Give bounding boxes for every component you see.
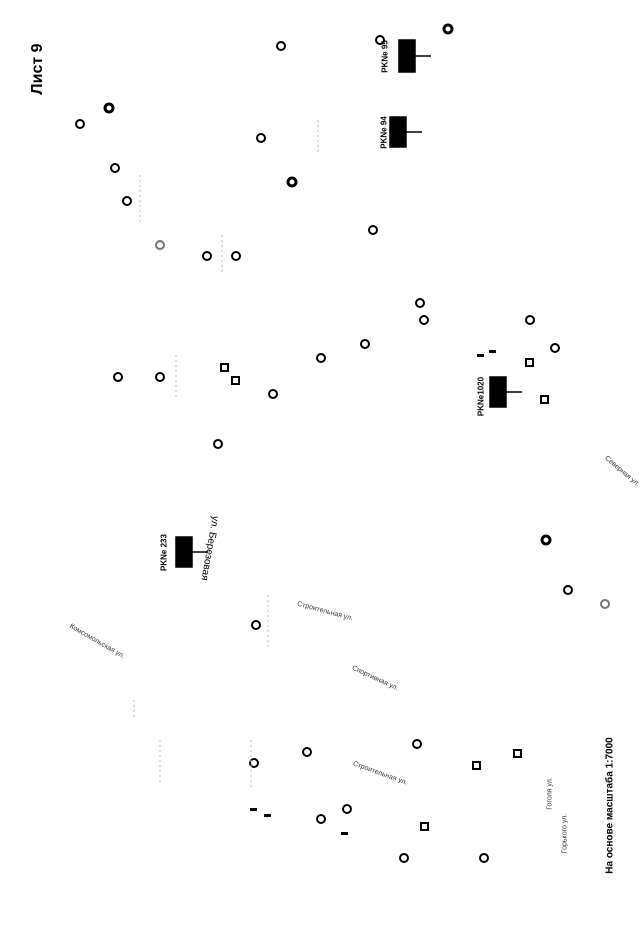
pk94-marker <box>389 116 407 148</box>
well-marker <box>202 251 212 261</box>
well-marker <box>213 439 223 449</box>
well-marker <box>155 240 165 250</box>
map-canvas <box>75 23 610 863</box>
well-marker <box>375 35 385 45</box>
well-marker <box>368 225 378 235</box>
hydrant-marker <box>231 376 240 385</box>
valve-marker <box>489 350 496 353</box>
well-marker <box>419 315 429 325</box>
well-marker <box>110 163 120 173</box>
hydrant-marker <box>525 358 534 367</box>
well-marker <box>316 353 326 363</box>
valve-marker <box>264 814 271 817</box>
pk233-marker <box>175 536 193 568</box>
well-marker <box>479 853 489 863</box>
pk95-label: PKNe 95 <box>380 40 390 73</box>
well-marker <box>75 119 85 129</box>
well-marker <box>231 251 241 261</box>
well-marker <box>600 599 610 609</box>
street-label: Горького ул. <box>561 813 569 854</box>
well-marker <box>342 804 352 814</box>
pk1020-label: PKNe1020 <box>476 376 486 417</box>
well-marker <box>268 389 278 399</box>
well-marker <box>360 339 370 349</box>
pk95-marker <box>398 39 416 73</box>
well-marker <box>256 133 266 143</box>
well-marker <box>563 585 573 595</box>
well-marker <box>525 315 535 325</box>
well-marker <box>550 343 560 353</box>
well-marker <box>286 176 298 188</box>
well-marker <box>316 814 326 824</box>
hydrant-marker <box>540 395 549 404</box>
well-marker <box>103 102 115 114</box>
pk94-label: PKNe 94 <box>379 116 389 149</box>
well-marker <box>415 298 425 308</box>
well-marker <box>302 747 312 757</box>
hydrant-marker <box>420 822 429 831</box>
well-marker <box>442 23 454 35</box>
valve-marker <box>341 832 348 835</box>
valve-marker <box>250 808 257 811</box>
pk1020-marker <box>489 376 507 408</box>
pk233-label: PKNe 233 <box>159 534 169 571</box>
hydrant-marker <box>513 749 522 758</box>
well-marker <box>276 41 286 51</box>
well-marker <box>540 534 552 546</box>
well-marker <box>249 758 259 768</box>
well-marker <box>155 372 165 382</box>
well-marker <box>113 372 123 382</box>
well-marker <box>122 196 132 206</box>
well-marker <box>251 620 261 630</box>
well-marker <box>412 739 422 749</box>
hydrant-marker <box>220 363 229 372</box>
valve-marker <box>477 354 484 357</box>
hydrant-marker <box>472 761 481 770</box>
street-label: Гоголя ул. <box>546 777 554 810</box>
well-marker <box>399 853 409 863</box>
